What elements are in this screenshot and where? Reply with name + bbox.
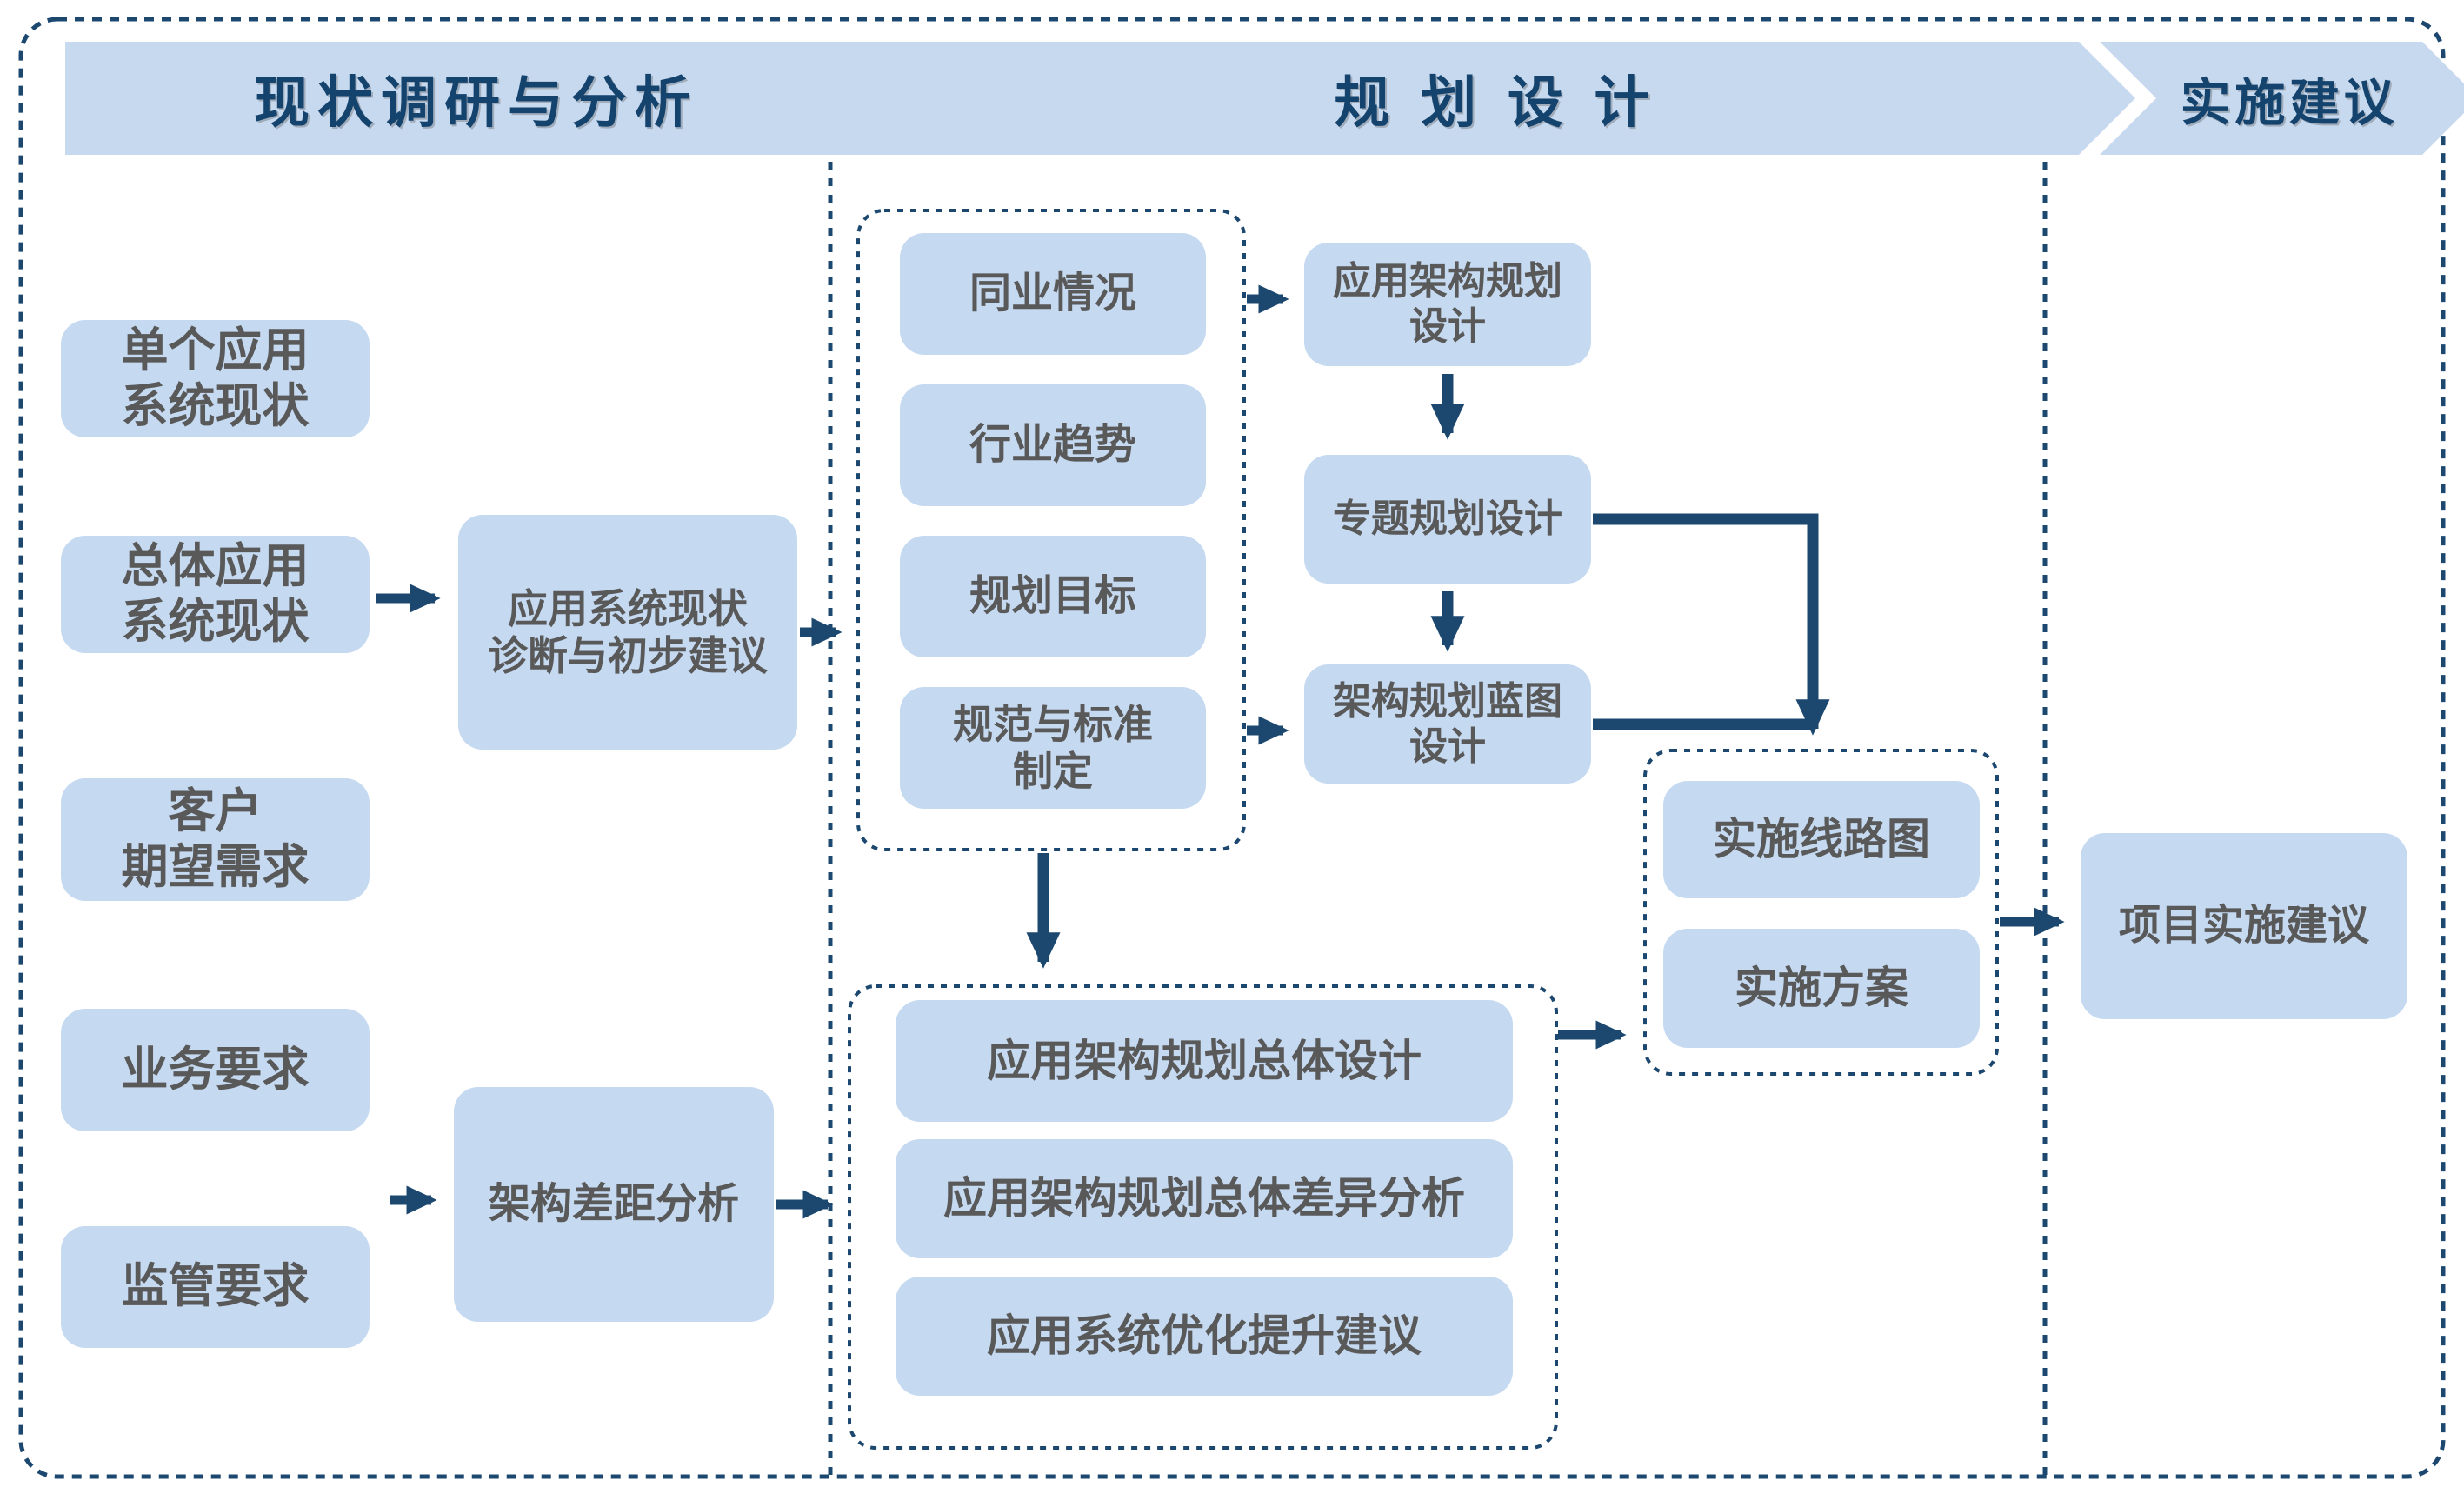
box-architecture-gap-analysis: 架构差距分析 <box>454 1087 774 1322</box>
phase-header-research: 现状调研与分析 <box>65 42 930 155</box>
box-customer-expectations: 客户 期望需求 <box>61 778 370 901</box>
box-overall-difference-analysis: 应用架构规划总体差异分析 <box>896 1139 1513 1258</box>
box-system-optimization-suggestions: 应用系统优化提升建议 <box>896 1277 1513 1396</box>
box-app-architecture-planning-design: 应用架构规划 设计 <box>1304 243 1591 366</box>
box-regulatory-requirements: 监管要求 <box>61 1226 370 1348</box>
phase-header-research-label: 现状调研与分析 <box>254 71 698 134</box>
phase-header-planning-label: 规 划 设 计 <box>1334 71 1658 134</box>
box-architecture-blueprint-design: 架构规划蓝图 设计 <box>1304 664 1591 784</box>
arrow-special-joint-down-to-implementation-icon <box>1593 513 1830 736</box>
phase-header-implementation-label: 实施建议 <box>2180 75 2399 131</box>
box-business-requirements: 业务要求 <box>61 1009 370 1131</box>
box-planning-goals: 规划目标 <box>900 536 1206 657</box>
box-implementation-roadmap: 实施线路图 <box>1663 781 1980 898</box>
box-industry-trends: 行业趋势 <box>900 384 1206 506</box>
box-implementation-plan: 实施方案 <box>1663 929 1980 1048</box>
box-project-implementation-suggestions: 项目实施建议 <box>2081 833 2407 1019</box>
study-group-border <box>856 209 1246 851</box>
box-single-app-status: 单个应用 系统现状 <box>61 320 370 437</box>
box-overall-app-status: 总体应用 系统现状 <box>61 536 370 653</box>
box-overall-design: 应用架构规划总体设计 <box>896 1000 1513 1122</box>
outer-dotted-border <box>18 17 2446 1479</box>
box-peer-situation: 同业情况 <box>900 233 1206 355</box>
box-special-topic-planning-design: 专题规划设计 <box>1304 455 1591 584</box>
overall-group-border <box>848 984 1558 1450</box>
phase-header-implementation: 实施建议 <box>2100 42 2464 155</box>
box-diagnosis-initial-suggestions: 应用系统现状 诊断与初步建议 <box>458 515 797 750</box>
phase-header-planning: 规 划 设 计 <box>856 42 2135 155</box>
box-standards-development: 规范与标准 制定 <box>900 687 1206 809</box>
